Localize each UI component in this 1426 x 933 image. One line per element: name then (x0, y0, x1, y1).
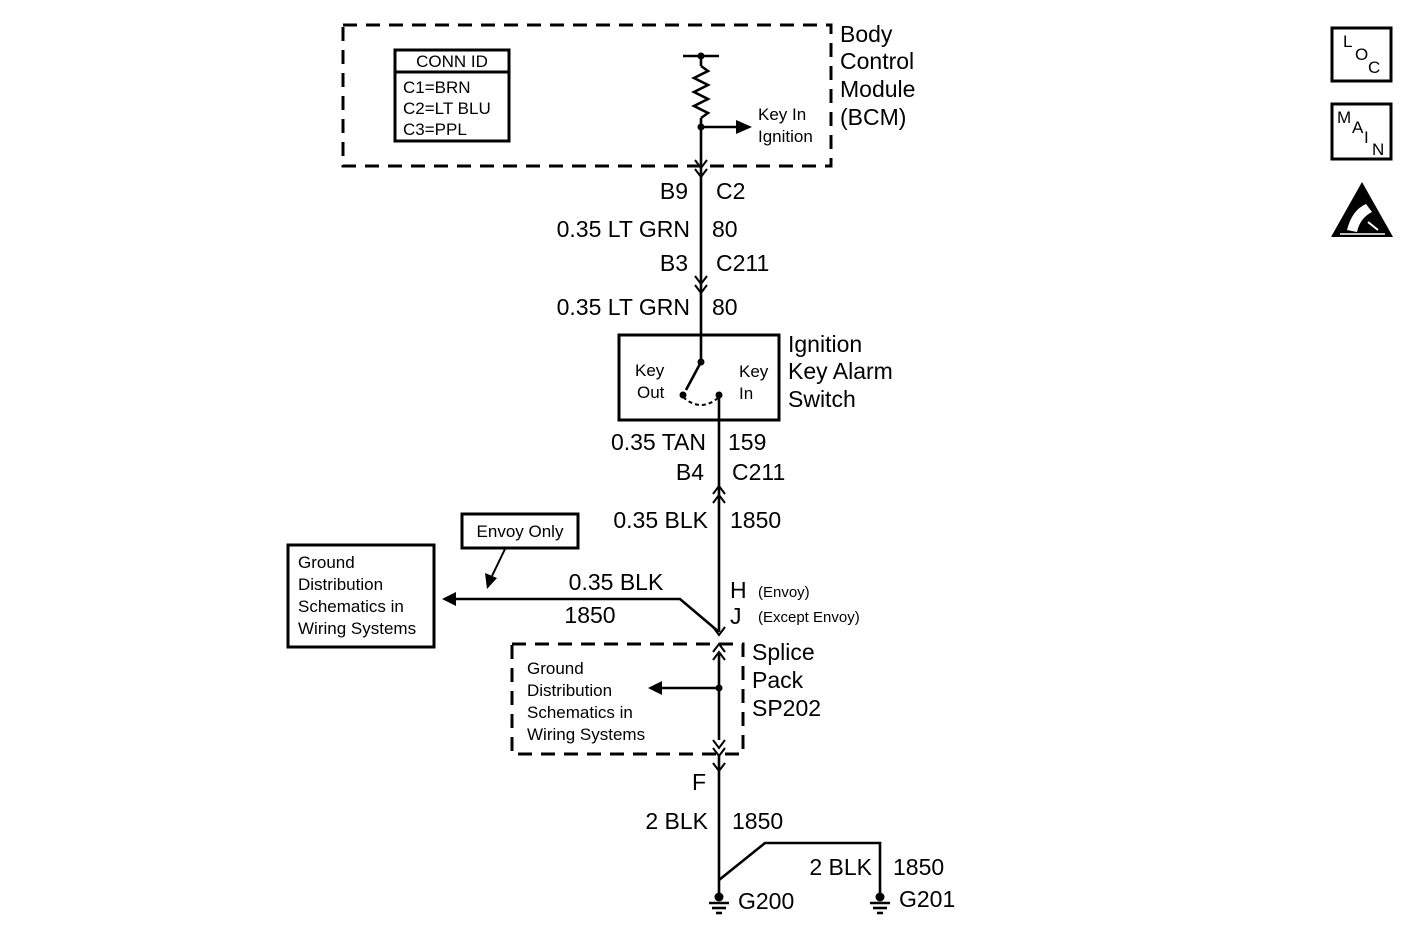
wire-1-gauge-color: 0.35 LT GRN (557, 216, 690, 242)
switch-title-line-1: Ignition (788, 331, 862, 357)
c211-pin-b3-label: B3 (660, 250, 688, 276)
splice-pin-j: J (730, 603, 742, 629)
bcm-title-line-4: (BCM) (840, 104, 906, 130)
loc-button[interactable]: L O C (1330, 26, 1393, 83)
esd-warning-icon (1331, 182, 1393, 237)
wire-4-gauge-color: 0.35 BLK (613, 507, 708, 533)
branch-circuit: 1850 (564, 602, 615, 628)
splice-pin-h-note: (Envoy) (758, 584, 810, 601)
switch-title-line-2: Key Alarm (788, 358, 893, 384)
splice-title-line-2: Pack (752, 667, 804, 693)
switch-title-line-3: Switch (788, 386, 856, 412)
branch-wire (442, 592, 720, 633)
key-out-label-line-1: Key (635, 361, 665, 380)
wire-2-gauge-color: 0.35 LT GRN (557, 294, 690, 320)
bcm-boundary (341, 23, 833, 168)
ground-ref-line-4: Wiring Systems (298, 619, 416, 638)
splice-pin-f: F (692, 769, 706, 795)
main-button[interactable]: M A I N (1330, 102, 1393, 161)
main-letter: N (1372, 140, 1384, 159)
wire-segment (718, 841, 882, 896)
main-letter: A (1352, 118, 1364, 137)
splice-ground-ref-line-4: Wiring Systems (527, 725, 645, 744)
ground-ref-line-1: Ground (298, 553, 355, 572)
c211-connector-label: C211 (732, 459, 785, 485)
splice-pin-h: H (730, 577, 747, 603)
branch-gauge-color: 0.35 BLK (569, 569, 664, 595)
wire-6-gauge-color: 2 BLK (809, 854, 872, 880)
key-in-label-line-2: In (739, 384, 753, 403)
bcm-title-line-2: Control (840, 48, 914, 74)
loc-letter: O (1355, 45, 1368, 64)
splice-ground-ref-line-2: Distribution (527, 681, 612, 700)
connector-symbol (712, 484, 726, 495)
bcm-connector-label: C2 (716, 178, 745, 204)
connector-symbol (712, 626, 726, 637)
main-letter: M (1337, 108, 1351, 127)
wire-6-circuit: 1850 (893, 854, 944, 880)
ground-distribution-ref-box (286, 543, 436, 649)
splice-ground-ref-line-1: Ground (527, 659, 584, 678)
c211-connector-label: C211 (716, 250, 769, 276)
key-in-label-line-1: Key (739, 362, 769, 381)
ground-ref-line-3: Schematics in (298, 597, 404, 616)
ground-g201-icon (870, 892, 890, 915)
ground-ref-line-2: Distribution (298, 575, 383, 594)
wire-5-circuit: 1850 (732, 808, 783, 834)
loc-letter: L (1343, 32, 1352, 51)
bcm-title-line-1: Body (840, 21, 893, 47)
main-letter: I (1364, 128, 1369, 147)
wire-4-circuit: 1850 (730, 507, 781, 533)
envoy-only-pointer-arrow (485, 548, 506, 589)
splice-ground-ref-line-3: Schematics in (527, 703, 633, 722)
bcm-title-line-3: Module (840, 76, 915, 102)
splice-title-line-3: SP202 (752, 695, 821, 721)
conn-id-row: C3=PPL (403, 120, 467, 139)
conn-id-row: C2=LT BLU (403, 99, 491, 118)
switch-contact-symbol (679, 358, 723, 406)
wire-3-circuit: 159 (728, 429, 766, 455)
wire-1-circuit: 80 (712, 216, 738, 242)
key-out-label-line-2: Out (637, 383, 665, 402)
conn-id-header: CONN ID (416, 52, 488, 71)
c211-pin-b4-label: B4 (676, 459, 704, 485)
splice-pack-boundary (510, 642, 745, 756)
conn-id-row: C1=BRN (403, 78, 471, 97)
bcm-pin-label: B9 (660, 178, 688, 204)
key-in-ignition-output-arrow (701, 120, 752, 134)
wire-3-gauge-color: 0.35 TAN (611, 429, 706, 455)
envoy-only-note-box (460, 512, 580, 550)
splice-internal-bus (648, 642, 726, 758)
wire-2-circuit: 80 (712, 294, 738, 320)
ignition-key-alarm-switch-box (617, 333, 781, 422)
conn-id-table: CONN ID C1=BRN C2=LT BLU C3=PPL (393, 48, 511, 143)
ground-g200-label: G200 (738, 888, 794, 914)
key-in-ignition-label-line-1: Key In (758, 105, 806, 124)
key-in-ignition-label-line-2: Ignition (758, 127, 813, 146)
wire-5-gauge-color: 2 BLK (645, 808, 708, 834)
ground-g200-icon (709, 892, 729, 915)
splice-title-line-1: Splice (752, 639, 815, 665)
pull-up-resistor-symbol (683, 52, 719, 160)
ground-g201-label: G201 (899, 886, 955, 912)
envoy-only-note: Envoy Only (477, 522, 564, 541)
splice-pin-j-note: (Except Envoy) (758, 609, 860, 626)
loc-letter: C (1368, 58, 1380, 77)
